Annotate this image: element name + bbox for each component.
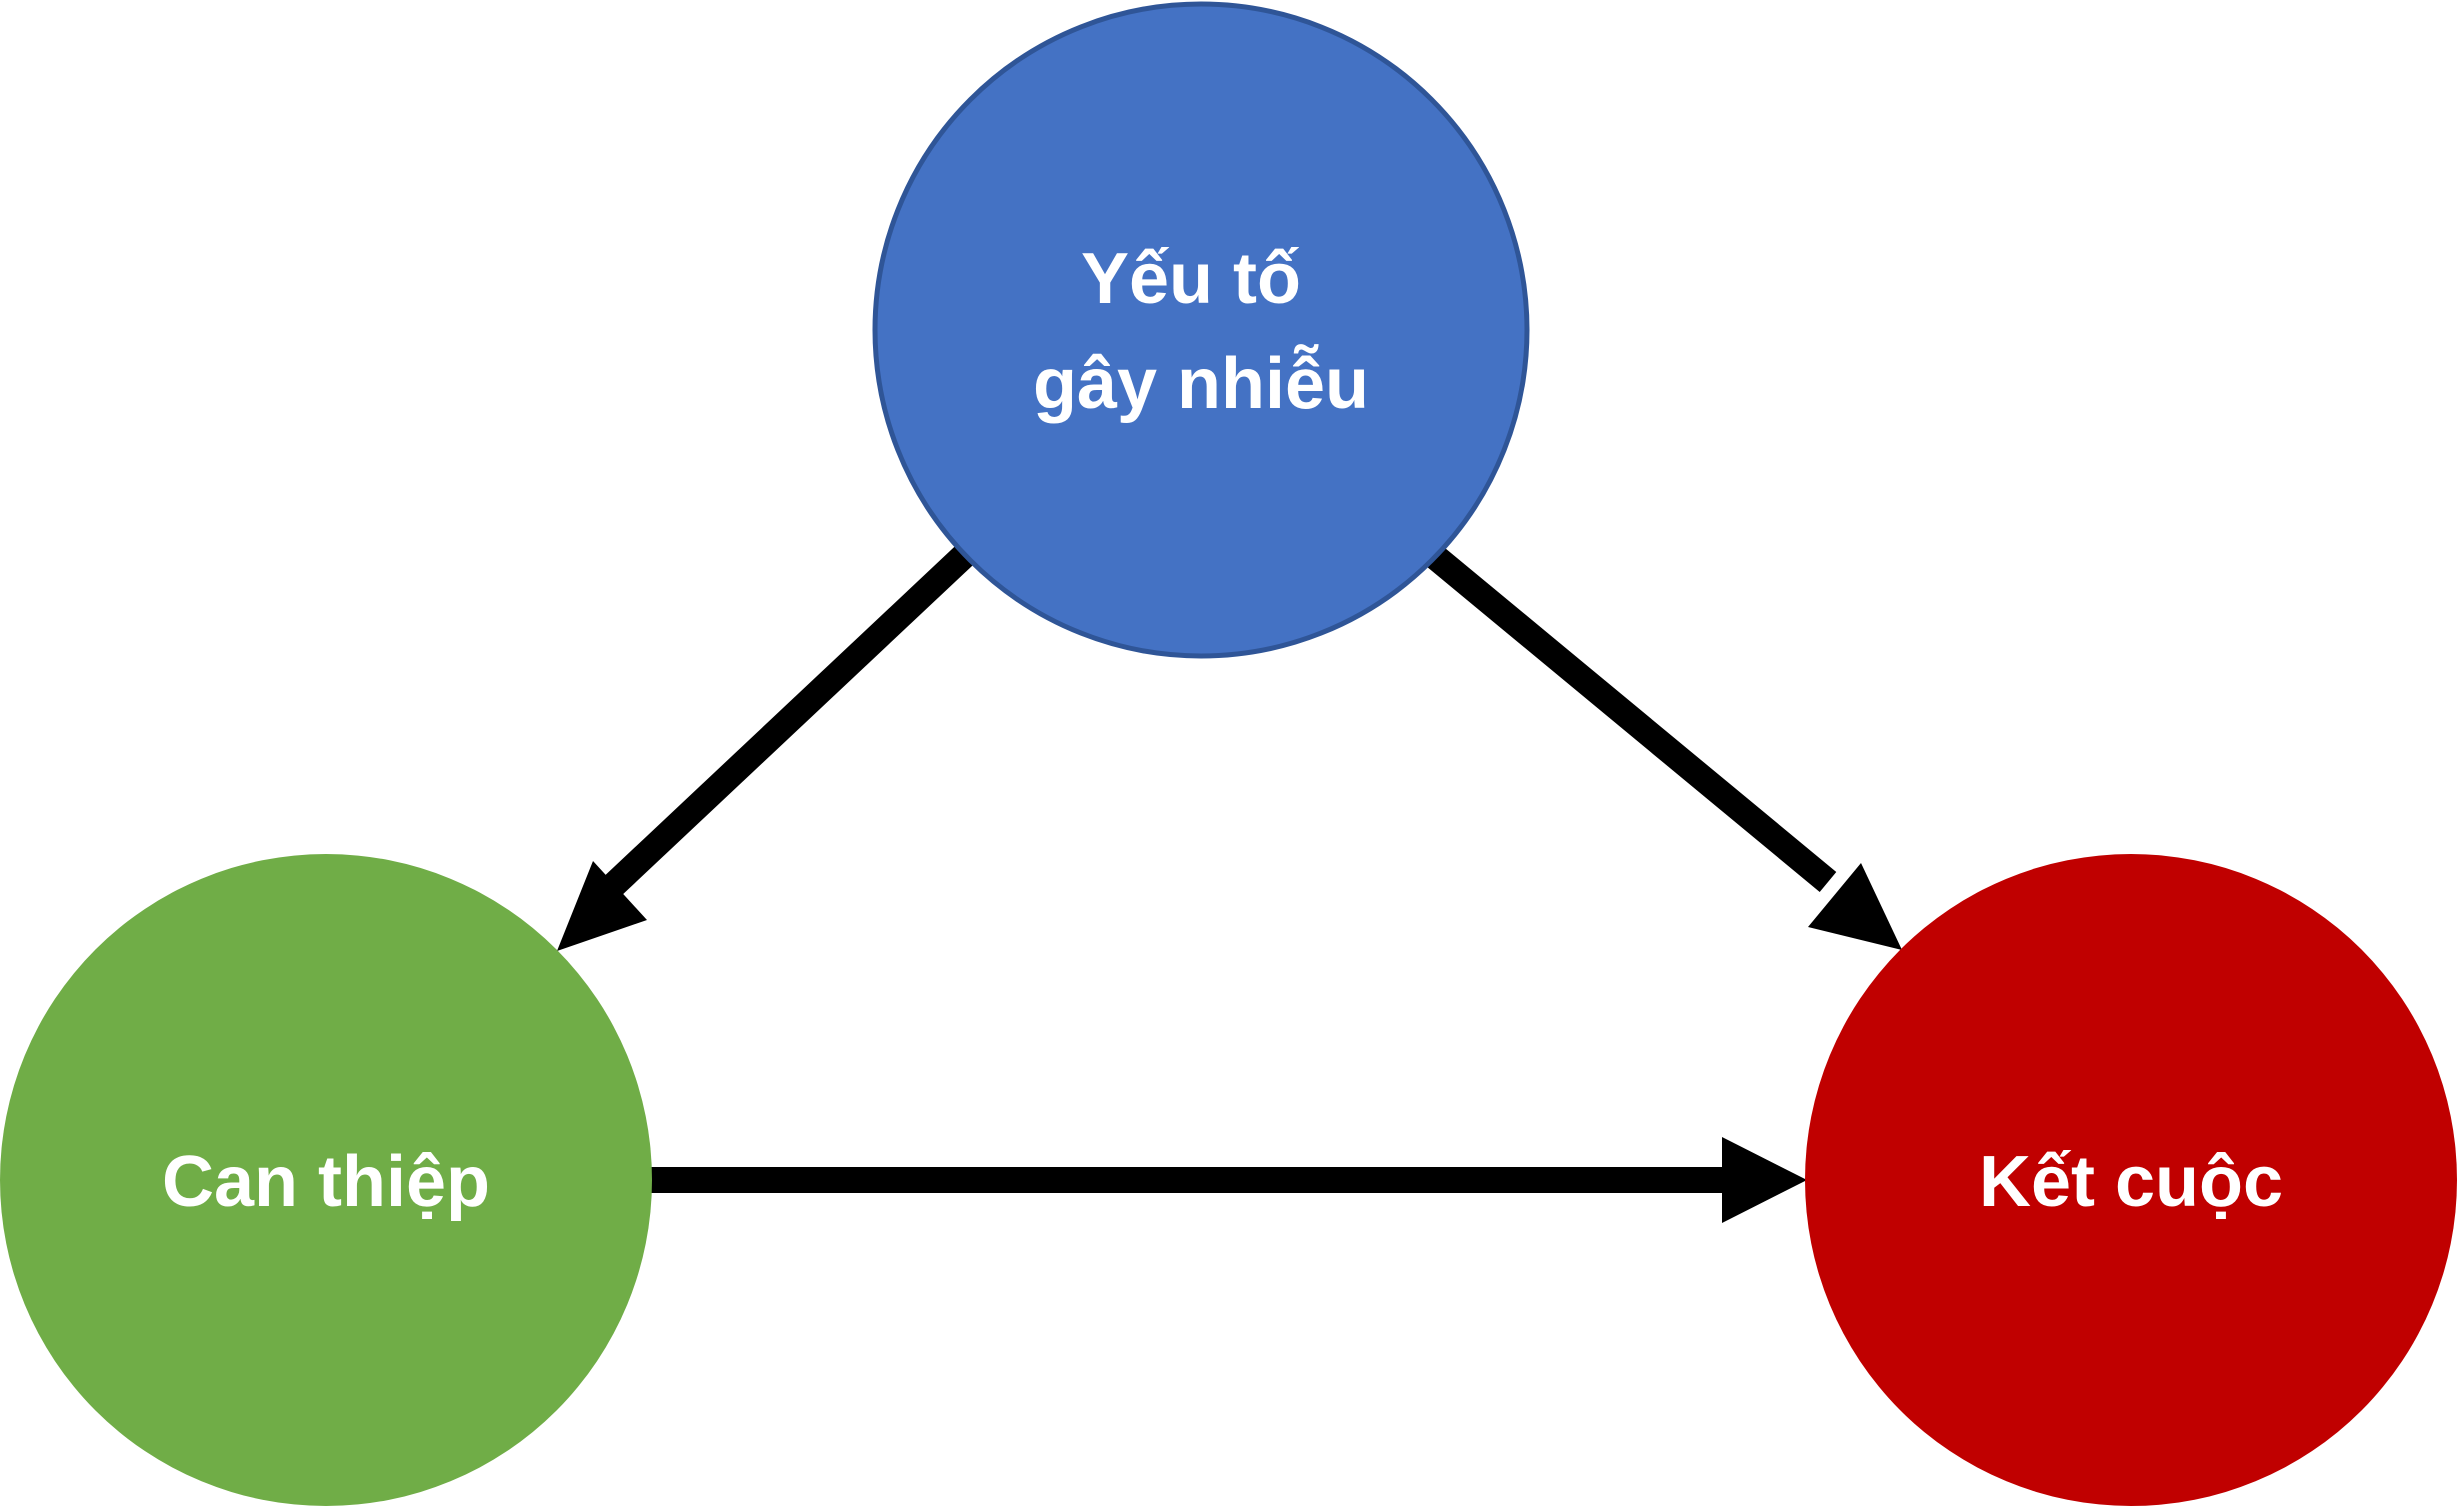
arrow-intervention-to-outcome-head xyxy=(1722,1137,1807,1223)
arrow-confounder-to-intervention-shaft xyxy=(591,540,979,908)
arrow-confounder-to-outcome-head xyxy=(1808,863,1902,950)
intervention-label: Can thiệp xyxy=(162,1142,490,1222)
arrow-confounder-to-outcome-shaft xyxy=(1418,539,1837,893)
node-confounder: Yếu tố gây nhiễu xyxy=(872,1,1530,659)
outcome-label: Kết cuộc xyxy=(1979,1142,2283,1222)
confounder-label: Yếu tố gây nhiễu xyxy=(1033,239,1369,424)
node-intervention: Can thiệp xyxy=(0,854,652,1506)
intervention-circle xyxy=(0,854,652,1506)
arrows xyxy=(557,539,1902,1223)
outcome-circle xyxy=(1805,854,2457,1506)
confounder-label-line1: Yếu tố xyxy=(1081,239,1301,319)
confounder-circle xyxy=(872,1,1530,659)
node-outcome: Kết cuộc xyxy=(1805,854,2457,1506)
arrow-confounder-to-intervention-head xyxy=(557,861,647,951)
confounder-label-line2: gây nhiễu xyxy=(1033,344,1369,424)
